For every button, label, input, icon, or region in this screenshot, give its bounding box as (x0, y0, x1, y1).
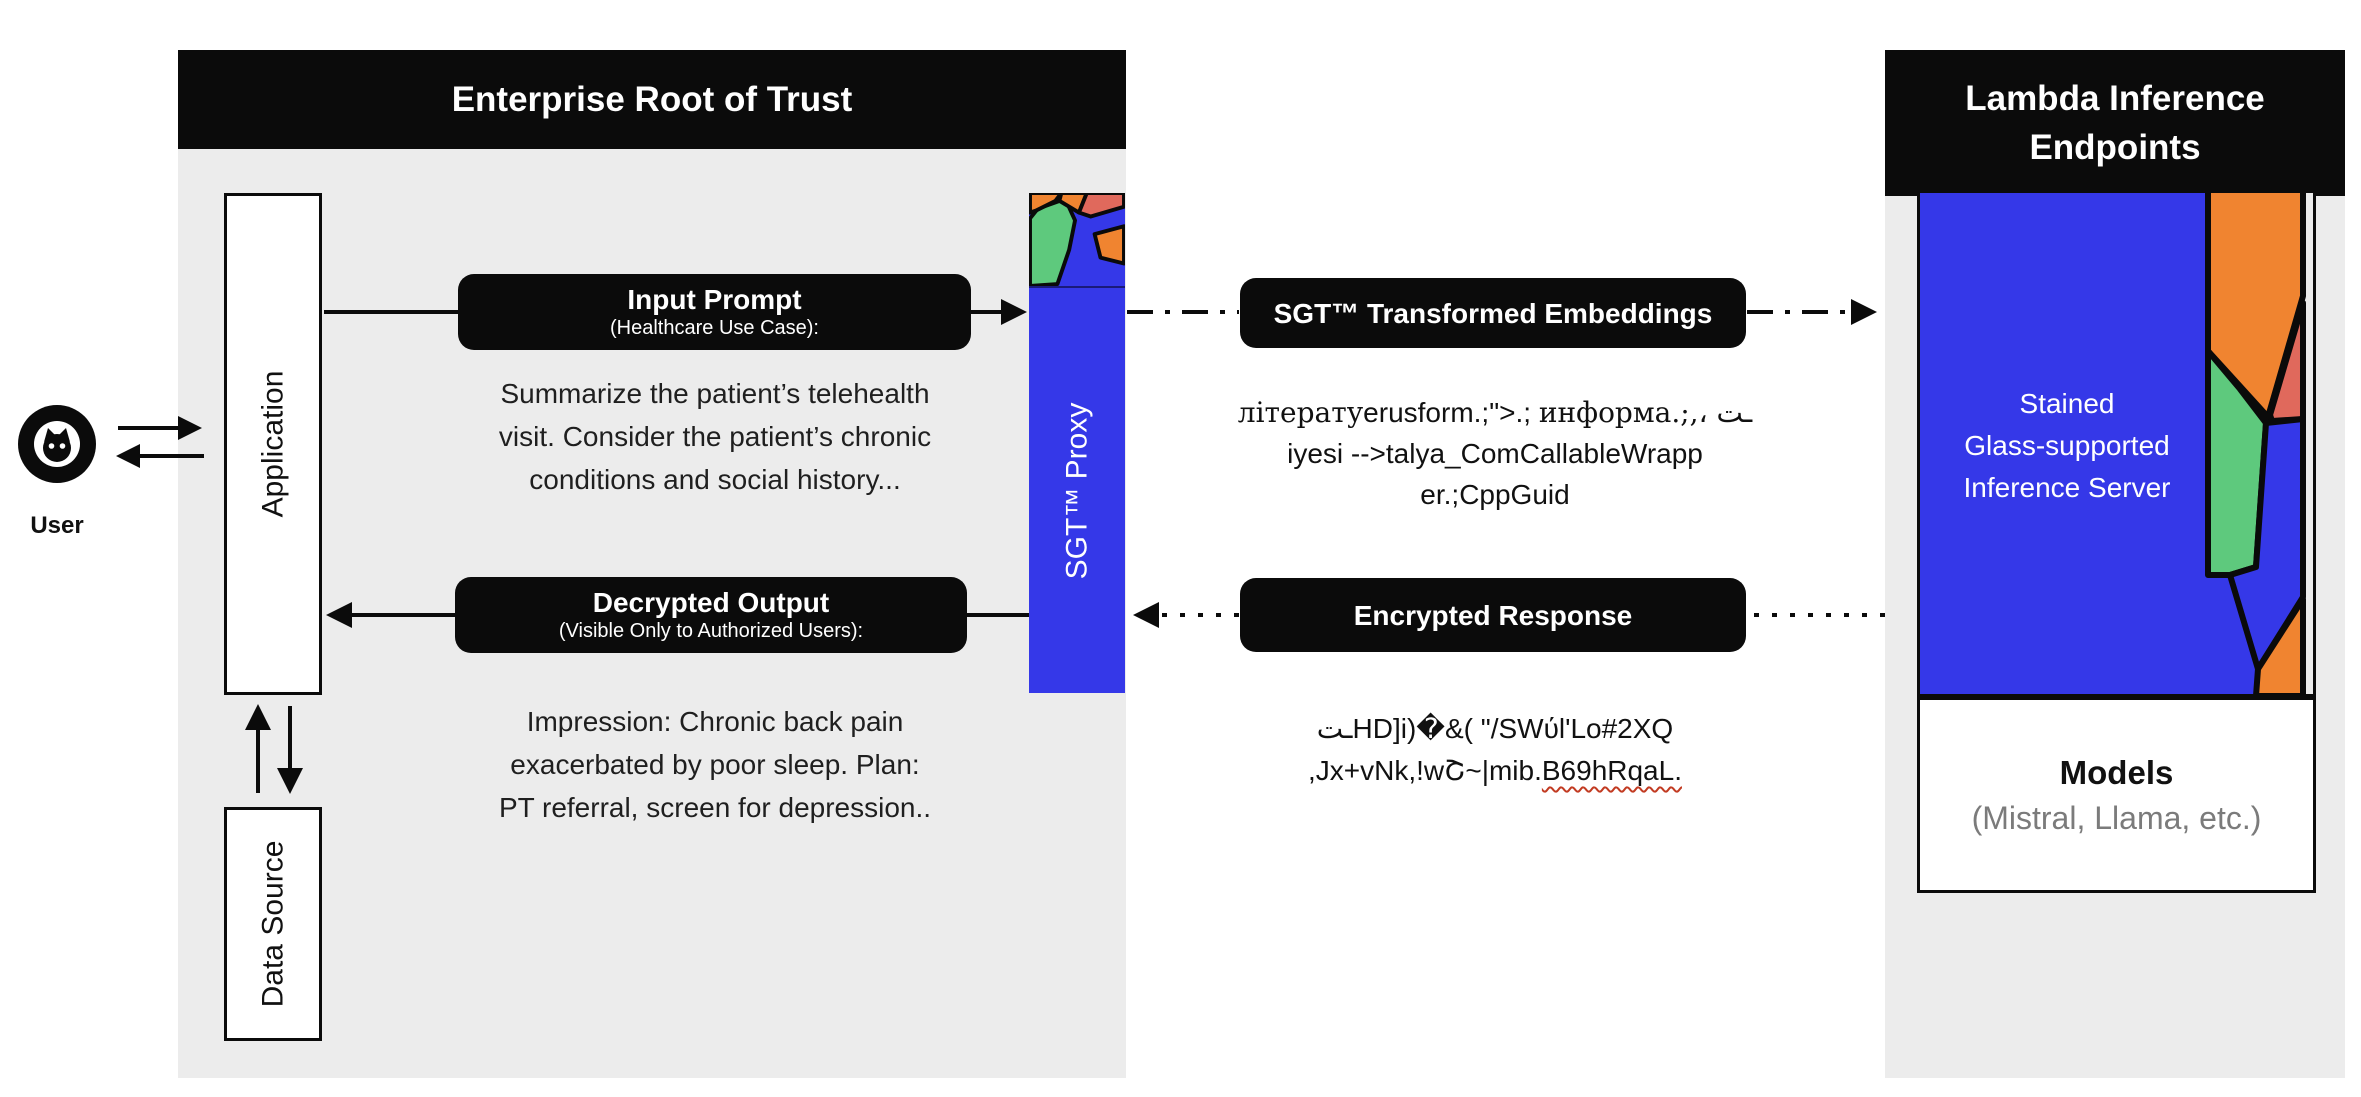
data-source-box: Data Source (224, 807, 322, 1041)
arrow-datasource-to-application (245, 704, 271, 793)
arrow-embeddings-dashdot (1127, 299, 1877, 325)
inference-server-line1: Stained (2019, 388, 2115, 419)
encrypted-response-label: Encrypted Response (1353, 599, 1633, 631)
cipher-seg: ، ـت (1698, 396, 1753, 429)
application-box: Application (224, 193, 322, 695)
decrypted-output-line3: PT referral, screen for depression.. (498, 792, 932, 823)
input-prompt-line3: conditions and social history... (529, 464, 901, 495)
lambda-header: Lambda Inference Endpoints (1885, 50, 2345, 196)
decrypted-output-subtitle: (Visible Only to Authorized Users): (558, 620, 864, 642)
arrow-user-to-enterprise (118, 416, 202, 440)
stained-glass-mosaic-icon (1029, 193, 1125, 288)
stained-glass-mosaic-large (1920, 193, 2313, 694)
lambda-title-line1: Lambda Inference (1965, 79, 2265, 118)
user-label: User (30, 512, 84, 539)
enterprise-panel (178, 50, 1126, 1078)
cipher-seg: информа.;, (1538, 396, 1699, 429)
embeddings-cipher-line3: er.;CppGuid (1420, 479, 1570, 510)
cipher-seg: літерату (1237, 396, 1364, 429)
inference-server-line3: Inference Server (1963, 472, 2171, 503)
input-prompt-title: Input Prompt (627, 284, 802, 315)
data-source-label: Data Source (256, 840, 290, 1008)
decrypted-output-title: Decrypted Output (592, 587, 830, 618)
embeddings-cipher-line1: літератуerusform.;">.; информа.;,، ـت (1225, 392, 1765, 433)
embeddings-ciphertext: літератуerusform.;">.; информа.;,، ـت iy… (1225, 392, 1765, 515)
response-cipher-line1: ـتHD]i)�&( "/SWύl'Lo#2XQ (1316, 713, 1674, 744)
arrow-application-to-datasource (277, 706, 303, 794)
transformed-embeddings-pill: SGT™ Transformed Embeddings (1240, 278, 1746, 348)
models-subtitle: (Mistral, Llama, etc.) (1971, 799, 2262, 836)
input-prompt-pill: Input Prompt (Healthcare Use Case): (458, 274, 971, 350)
inference-server-box: Stained Glass-supported Inference Server (1917, 190, 2316, 697)
enterprise-header: Enterprise Root of Trust (178, 50, 1126, 149)
arrow-enterprise-to-user (116, 444, 204, 468)
embeddings-cipher-line2: iyesi -->talya_ComCallableWrapp (1287, 438, 1703, 469)
decrypted-output-line1: Impression: Chronic back pain (526, 706, 904, 737)
input-prompt-line2: visit. Consider the patient’s chronic (498, 421, 932, 452)
enterprise-title: Enterprise Root of Trust (451, 80, 853, 119)
sgt-proxy-label-wrap: SGT™ Proxy (1029, 288, 1125, 693)
transformed-embeddings-label: SGT™ Transformed Embeddings (1273, 297, 1713, 329)
input-prompt-subtitle: (Healthcare Use Case): (610, 317, 819, 339)
input-prompt-body: Summarize the patient’s telehealth visit… (460, 372, 970, 501)
response-ciphertext: ـتHD]i)�&( "/SWύl'Lo#2XQ ,Jx+vNk,!wՇ~|mi… (1250, 708, 1740, 792)
decrypted-output-line2: exacerbated by poor sleep. Plan: (510, 749, 920, 780)
response-cipher-line2: ,Jx+vNk,!wՇ~|mib.B69hRqaL. (1250, 750, 1740, 792)
inference-server-line2: Glass-supported (1964, 430, 2170, 461)
input-prompt-line1: Summarize the patient’s telehealth (500, 378, 930, 409)
inference-server-label: Stained Glass-supported Inference Server (1928, 383, 2206, 509)
arrow-response-dotted (1133, 602, 1885, 628)
models-box: Models (Mistral, Llama, etc.) (1917, 697, 2316, 893)
cipher-seg-misspelled: B69hRqaL. (1541, 755, 1682, 786)
user-icon (18, 405, 96, 483)
sgt-proxy-label: SGT™ Proxy (1060, 402, 1094, 579)
decrypted-output-body: Impression: Chronic back pain exacerbate… (460, 700, 970, 829)
application-label: Application (256, 370, 290, 518)
cipher-seg: erusform.;">.; (1363, 397, 1539, 428)
encrypted-response-pill: Encrypted Response (1240, 578, 1746, 652)
models-title: Models (2059, 753, 2174, 791)
decrypted-output-pill: Decrypted Output (Visible Only to Author… (455, 577, 967, 653)
cipher-seg: ,Jx+vNk,!wՇ~|mib. (1308, 755, 1542, 786)
sgt-proxy-bar: SGT™ Proxy (1029, 193, 1125, 693)
lambda-title-line2: Endpoints (2029, 128, 2201, 167)
